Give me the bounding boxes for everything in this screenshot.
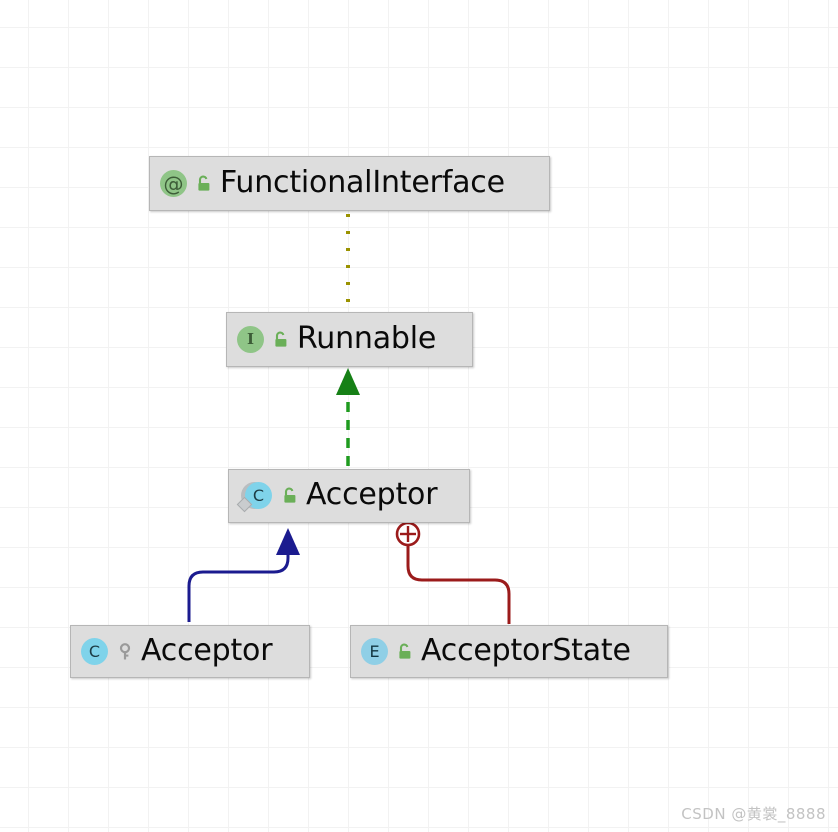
class-badge-icon: C (81, 638, 108, 665)
uml-node-functional-interface[interactable]: @ FunctionalInterface (149, 156, 550, 211)
unlock-icon (194, 173, 214, 195)
implements-dashed-link[interactable] (336, 368, 360, 466)
uml-node-acceptor-nested[interactable]: C Acceptor (228, 469, 470, 523)
unlock-icon (395, 641, 415, 663)
watermark-text: CSDN @黄裳_8888 (681, 805, 826, 823)
node-label: Acceptor (141, 632, 273, 668)
interface-badge-glyph: I (246, 330, 255, 348)
interface-badge-icon: I (237, 326, 264, 353)
annotation-badge-glyph: @ (163, 171, 184, 196)
node-label: FunctionalInterface (220, 164, 505, 200)
nested-class-badge-icon: C (236, 481, 273, 513)
uml-node-runnable[interactable]: I Runnable (226, 312, 473, 367)
node-label: Runnable (297, 320, 437, 356)
annotation-badge-icon: @ (160, 170, 187, 197)
inner-class-solid-link[interactable] (187, 528, 300, 622)
unlock-icon (271, 329, 291, 351)
containment-plus-link[interactable] (395, 521, 511, 624)
node-label: AcceptorState (421, 632, 631, 668)
enum-badge-icon: E (361, 638, 388, 665)
node-label: Acceptor (306, 477, 438, 512)
uml-node-acceptor-outer[interactable]: C Acceptor (70, 625, 310, 678)
class-badge-glyph: C (252, 485, 265, 505)
class-badge-glyph: C (88, 641, 101, 661)
enum-badge-glyph: E (369, 641, 380, 661)
key-icon (115, 641, 135, 663)
unlock-icon (280, 485, 300, 507)
uml-node-acceptor-state[interactable]: E AcceptorState (350, 625, 668, 678)
